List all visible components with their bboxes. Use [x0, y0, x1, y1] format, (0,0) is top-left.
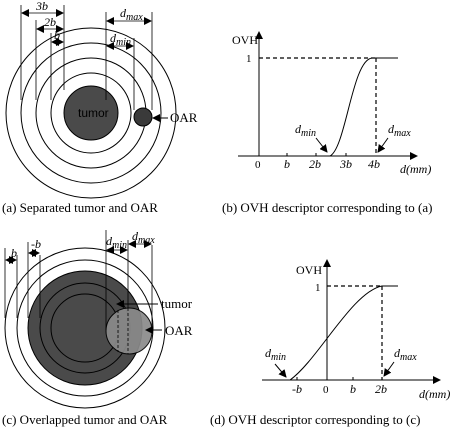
c-oar-label: OAR [165, 323, 193, 338]
panel-c: b -b dmin dmax tumor OAR (c) Overlapped … [2, 229, 193, 427]
oar-label: OAR [170, 110, 198, 125]
b-dmax-arrow [377, 137, 389, 153]
c-oar-disk [105, 307, 153, 355]
caption-d: (d) OVH descriptor corresponding to (c) [210, 412, 420, 427]
dim-dmin-label: dmin [110, 31, 131, 48]
tumor-label: tumor [78, 106, 109, 120]
b-dmax-label: dmax [388, 122, 411, 139]
d-dmin-label: dmin [265, 346, 286, 363]
panel-b: OVH 1 0 b 2b 3b 4b d(mm) dmin dmax (b) O… [222, 31, 432, 215]
b-xtick-0: 0 [255, 159, 261, 171]
d-x-label: d(mm) [419, 387, 450, 401]
b-dmin-label: dmin [295, 122, 316, 139]
caption-c: (c) Overlapped tumor and OAR [2, 412, 168, 427]
d-xtick-0: -b [292, 382, 302, 396]
ring-inner [50, 72, 132, 154]
caption-a: (a) Separated tumor and OAR [2, 200, 158, 215]
d-xtick-2: b [350, 382, 356, 396]
b-dmin-arrow [315, 137, 328, 153]
ring-2b [20, 42, 162, 184]
c-dim-dmax-label: dmax [132, 229, 155, 246]
panel-a: tumor OAR 3b 2b b dmax dmin (a) Separate… [2, 0, 198, 215]
d-y-tick-1: 1 [315, 282, 321, 294]
dim-3b-label: 3b [35, 0, 48, 13]
dim-dmax-label: dmax [120, 6, 143, 23]
c-ring-2 [16, 259, 154, 397]
c-dim-negb-label: -b [31, 237, 41, 251]
b-y-label: OVH [232, 33, 258, 47]
b-y-tick-1: 1 [246, 53, 252, 65]
d-dmax-label: dmax [394, 346, 417, 363]
d-y-label: OVH [296, 263, 322, 277]
c-ring-outer [4, 247, 166, 409]
d-dmax-arrow [383, 361, 395, 377]
b-xtick-4: 4b [368, 157, 380, 171]
oar-disk [133, 107, 153, 127]
b-ovh-curve [329, 57, 398, 157]
dim-b-label: b [54, 28, 60, 42]
b-xtick-2: 2b [309, 157, 321, 171]
dim-2b-label: 2b [44, 15, 56, 29]
d-ovh-curve [289, 285, 398, 381]
ring-3b [5, 27, 177, 199]
c-dim-b-label: b [11, 246, 17, 260]
panel-d: OVH 1 -b 0 b 2b d(mm) dmin dmax (d) OVH … [210, 259, 450, 427]
b-xtick-1: b [284, 157, 290, 171]
b-x-label: d(mm) [400, 162, 431, 176]
c-dim-dmin-label: dmin [106, 234, 127, 251]
b-xtick-3: 3b [339, 157, 352, 171]
tumor-disk [63, 85, 119, 141]
d-xtick-1: 0 [323, 384, 329, 396]
d-dmin-arrow [274, 363, 287, 378]
c-tumor-label: tumor [161, 296, 193, 311]
caption-b: (b) OVH descriptor corresponding to (a) [222, 200, 432, 215]
d-xtick-3: 2b [375, 382, 387, 396]
